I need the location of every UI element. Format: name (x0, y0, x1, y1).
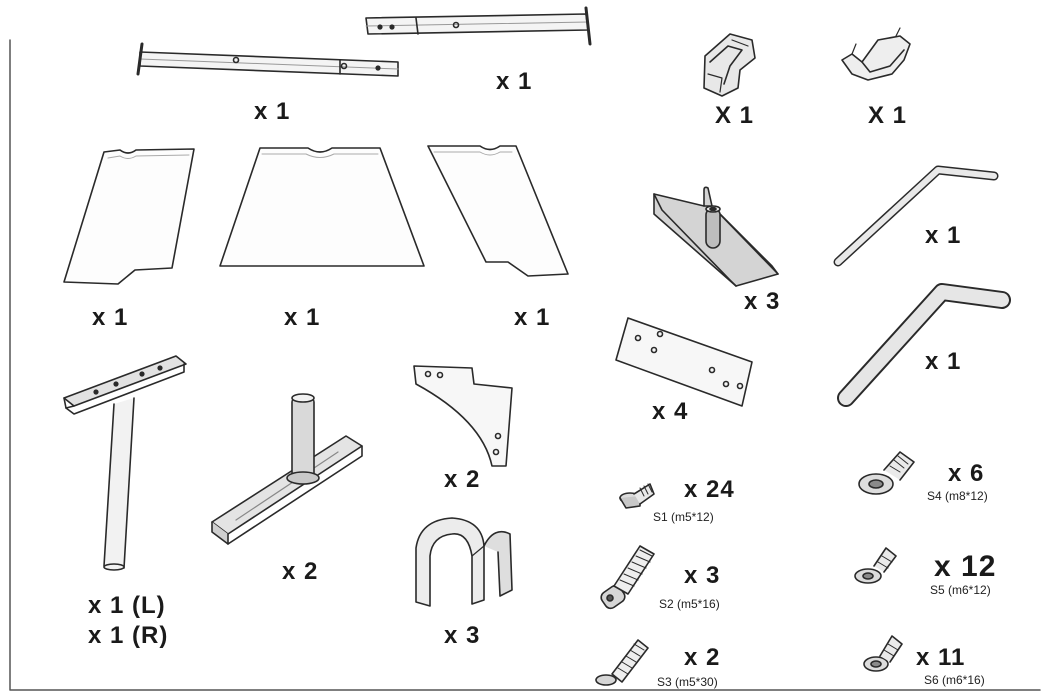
allen-key-large-icon (837, 283, 1011, 407)
crossbar-top-icon (365, 6, 592, 46)
frame-border (9, 39, 1041, 691)
panel-right-qty: x 1 (514, 304, 551, 331)
screw-s1-qty: x 24 (684, 476, 735, 503)
foot-plate-icon (653, 186, 779, 287)
screw-s6-icon (863, 635, 903, 672)
clip-a-qty: X 1 (715, 102, 755, 129)
screw-s3-icon (595, 639, 649, 686)
pipe-clamp-qty: x 3 (444, 622, 481, 649)
corner-bracket-icon (413, 365, 513, 467)
screw-s5-code: S5 (m6*12) (930, 583, 991, 597)
screw-s3-qty: x 2 (684, 644, 721, 671)
allen-key-large-qty: x 1 (925, 348, 962, 375)
screw-s2-qty: x 3 (684, 562, 721, 589)
panel-left-icon (63, 148, 195, 285)
crossbar-top-qty: x 1 (496, 68, 533, 95)
screw-s3-code: S3 (m5*30) (657, 675, 718, 689)
screw-s2-icon (600, 545, 655, 610)
foot-plate-qty: x 3 (744, 288, 781, 315)
pipe-clamp-icon (415, 517, 513, 607)
clip-b-icon (841, 27, 911, 81)
clip-a-icon (703, 33, 756, 97)
base-foot-qty: x 2 (282, 558, 319, 585)
flat-plate-icon (615, 317, 753, 407)
allen-key-small-icon (833, 165, 999, 267)
screw-s4-code: S4 (m8*12) (927, 489, 988, 503)
leg-right-qty: x 1 (R) (88, 622, 169, 649)
screw-s5-icon (854, 547, 897, 584)
panel-center-qty: x 1 (284, 304, 321, 331)
panel-right-icon (427, 145, 569, 277)
leg-left-qty: x 1 (L) (88, 592, 166, 619)
allen-key-small-qty: x 1 (925, 222, 962, 249)
screw-s6-qty: x 11 (916, 644, 966, 671)
screw-s1-code: S1 (m5*12) (653, 510, 714, 524)
screw-s5-qty: x 12 (934, 550, 997, 583)
base-foot-icon (211, 393, 363, 545)
crossbar-bottom-qty: x 1 (254, 98, 291, 125)
crossbar-bottom-icon (136, 42, 399, 77)
corner-bracket-qty: x 2 (444, 466, 481, 493)
screw-s6-code: S6 (m6*16) (924, 673, 985, 687)
clip-b-qty: X 1 (868, 102, 908, 129)
leg-icon (63, 355, 187, 571)
screw-s2-code: S2 (m5*16) (659, 597, 720, 611)
screw-s4-icon (858, 451, 915, 495)
screw-s1-icon (619, 483, 655, 509)
flat-plate-qty: x 4 (652, 398, 689, 425)
screw-s4-qty: x 6 (948, 460, 985, 487)
panel-center-icon (219, 147, 425, 267)
panel-left-qty: x 1 (92, 304, 129, 331)
